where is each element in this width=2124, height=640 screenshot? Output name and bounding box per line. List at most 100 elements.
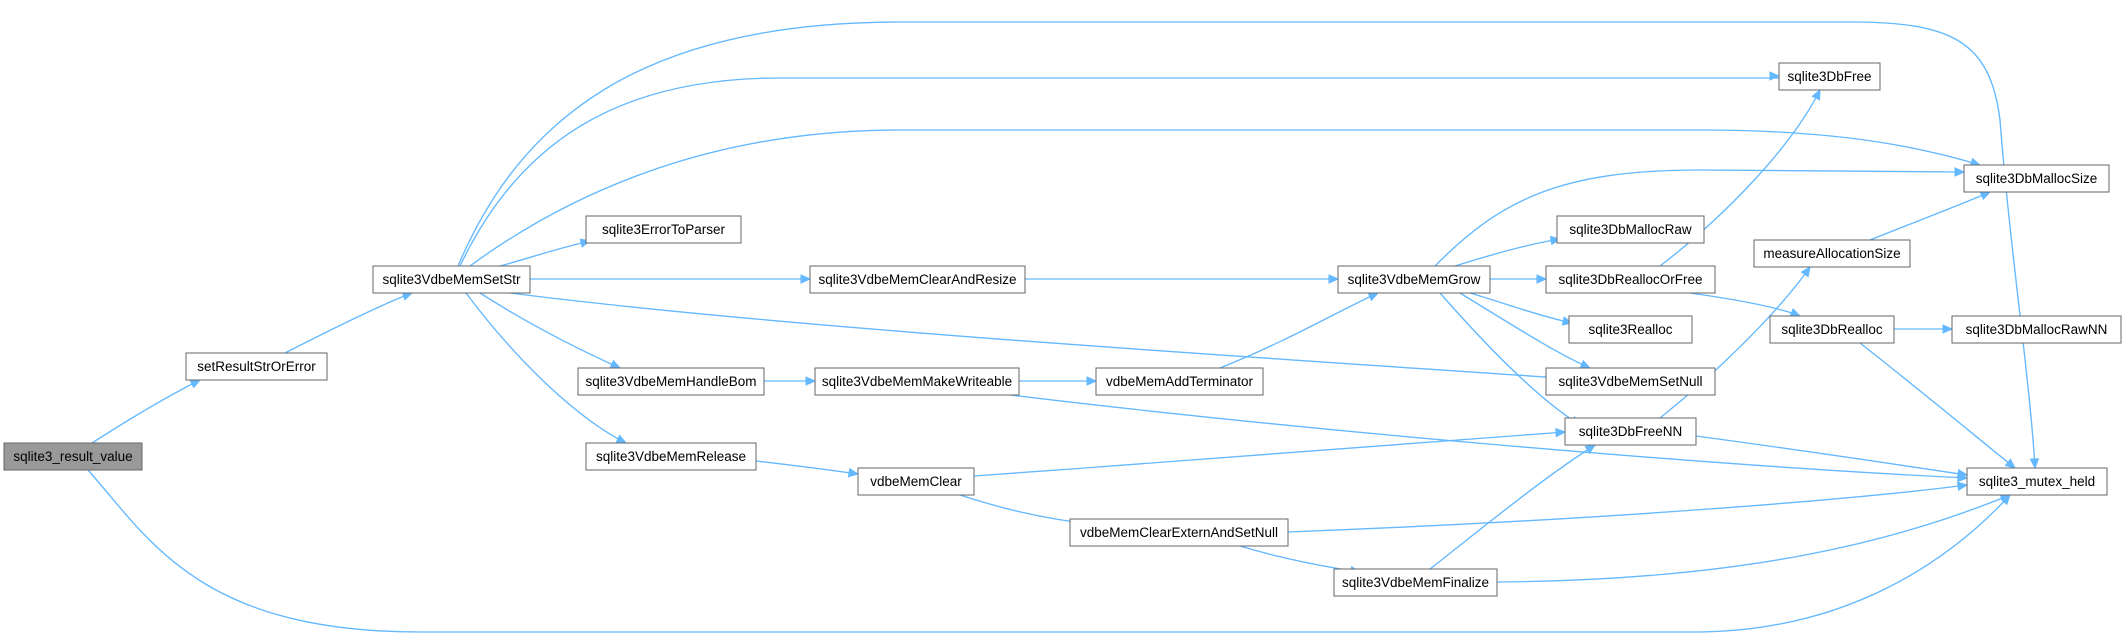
edge-line [1689,292,1801,317]
edge-n20-to-n22 [1894,324,1954,334]
edge-arrowhead [1555,427,1567,438]
node-label: vdbeMemAddTerminator [1106,374,1254,389]
edge-line [1496,494,2011,583]
node-sqlite3dbfree[interactable]: sqlite3DbFree [1778,62,1881,91]
edge-n5-to-n8 [755,460,860,478]
node-vdbememclearexternandsetnull[interactable]: vdbeMemClearExternAndSetNull [1069,518,1289,547]
edge-arrowhead [1811,88,1821,101]
edge-arrowhead [1328,274,1340,284]
edge-line [479,292,621,369]
edge-line [1439,292,1581,426]
edge-line [973,431,1566,477]
node-sqlite3vdbememhandlebom[interactable]: sqlite3VdbeMemHandleBom [577,367,765,396]
node-sqlite3dbmallocrawnn[interactable]: sqlite3DbMallocRawNN [1951,315,2122,344]
node-sqlite3vdbememsetnull[interactable]: sqlite3VdbeMemSetNull [1545,367,1716,396]
node-label: sqlite3VdbeMemFinalize [1342,575,1489,590]
node-label: vdbeMemClear [870,474,962,489]
edge-line [1434,169,1965,267]
node-sqlite3vdbememfinalize[interactable]: sqlite3VdbeMemFinalize [1333,568,1498,597]
node-vdbememclear[interactable]: vdbeMemClear [857,467,975,496]
edge-arrowhead [2004,458,2016,469]
edge-arrowhead [1979,191,1992,201]
edge-arrowhead [2029,458,2040,470]
node-sqlite3errortoparser[interactable]: sqlite3ErrorToParser [585,215,742,244]
node-label: sqlite3ErrorToParser [602,222,726,237]
edge-n2-to-n13 [459,71,1781,267]
node-sqlite3vdbememclearandresize[interactable]: sqlite3VdbeMemClearAndResize [809,265,1026,294]
node-label: sqlite3VdbeMemClearAndResize [818,272,1016,287]
edge-arrowhead [1769,71,1781,81]
node-setresultstrorerror[interactable]: setResultStrOrError [185,352,328,381]
node-vdbememaddterminator[interactable]: vdbeMemAddTerminator [1095,367,1264,396]
node-label: sqlite3DbFreeNN [1579,424,1683,439]
edge-arrowhead [1536,274,1548,284]
node-label: sqlite3VdbeMemRelease [596,449,746,464]
edge-line [1239,545,1361,573]
node-label: sqlite3VdbeMemSetStr [382,272,521,287]
node-label: sqlite3VdbeMemMakeWriteable [822,374,1012,389]
edge-n11-to-n15 [1490,274,1548,284]
edge-line [469,129,1981,267]
edge-n6-to-n11 [1025,274,1340,284]
node-sqlite3vdbememgrow[interactable]: sqlite3VdbeMemGrow [1337,265,1491,294]
edge-arrowhead [800,274,812,284]
edge-line [1009,394,1968,479]
edge-n20-to-n23 [1859,342,2016,469]
node-sqlite3vdbememrelease[interactable]: sqlite3VdbeMemRelease [585,442,757,471]
node-sqlite3vdbememsetstr[interactable]: sqlite3VdbeMemSetStr [372,265,531,294]
graph-edges [87,21,2040,633]
edge-line [1287,484,1968,533]
node-label: sqlite3DbFree [1787,69,1871,84]
graph-nodes: sqlite3_result_value setResultStrOrError… [3,62,2122,597]
node-sqlite3dbreallocorfree[interactable]: sqlite3DbReallocOrFree [1545,265,1716,294]
node-sqlite3dbrealloc[interactable]: sqlite3DbRealloc [1769,315,1895,344]
edge-line [459,77,1779,267]
edge-line [1659,266,1811,419]
edge-n18-to-n19 [1659,265,1811,419]
edge-n2-to-n23 [457,21,2040,470]
node-label: sqlite3DbMallocRaw [1569,222,1692,237]
edge-n12-to-n18 [1429,444,1597,570]
edge-n11-to-n21 [1434,167,1966,267]
node-measureallocationsize[interactable]: measureAllocationSize [1753,239,1911,268]
edge-arrowhead [615,434,628,444]
edge-arrowhead [1579,359,1592,369]
edge-arrowhead [1956,468,1969,479]
edge-arrowhead [847,467,860,478]
edge-n15-to-n20 [1689,292,1802,317]
edge-arrowhead [1942,324,1954,334]
edge-n12-to-n23 [1496,494,2012,583]
edge-n15-to-n13 [1659,88,1821,267]
edge-n11-to-n18 [1439,292,1582,426]
edge-line [1695,435,1968,476]
node-label: sqlite3DbMallocRawNN [1966,322,2108,337]
edge-line [509,292,1561,379]
edge-line [1869,191,1991,241]
node-sqlite3vdbememmakewriteable[interactable]: sqlite3VdbeMemMakeWriteable [814,367,1020,396]
node-sqlite3realloc[interactable]: sqlite3Realloc [1568,315,1693,344]
edge-arrowhead [1789,308,1802,317]
edge-n2-to-n4 [479,292,622,369]
edge-n2-to-n3 [499,238,592,267]
edge-line [91,379,201,444]
edge-arrowhead [1800,265,1811,278]
edge-arrowhead [1956,481,1969,491]
edge-line [465,292,627,444]
edge-n2-to-n6 [530,274,812,284]
node-label: sqlite3VdbeMemGrow [1348,272,1481,287]
node-sqlite3-result-value[interactable]: sqlite3_result_value [3,442,143,471]
edge-arrowhead [1086,376,1098,386]
edge-n11-to-n14 [1454,235,1562,267]
edge-n19-to-n21 [1869,191,1992,241]
node-sqlite3dbfreenn[interactable]: sqlite3DbFreeNN [1564,417,1697,446]
node-sqlite3-mutex-held[interactable]: sqlite3_mutex_held [1966,467,2108,496]
node-sqlite3dbmallocsize[interactable]: sqlite3DbMallocSize [1963,164,2110,193]
node-sqlite3dbmallocraw[interactable]: sqlite3DbMallocRaw [1556,215,1705,244]
edge-line [1219,292,1379,369]
node-label: sqlite3_result_value [13,449,132,464]
edge-n4-to-n7 [764,376,817,386]
edge-arrowhead [609,359,622,369]
edge-n8-to-n18 [973,427,1567,477]
edge-n10-to-n23 [1287,481,1969,533]
